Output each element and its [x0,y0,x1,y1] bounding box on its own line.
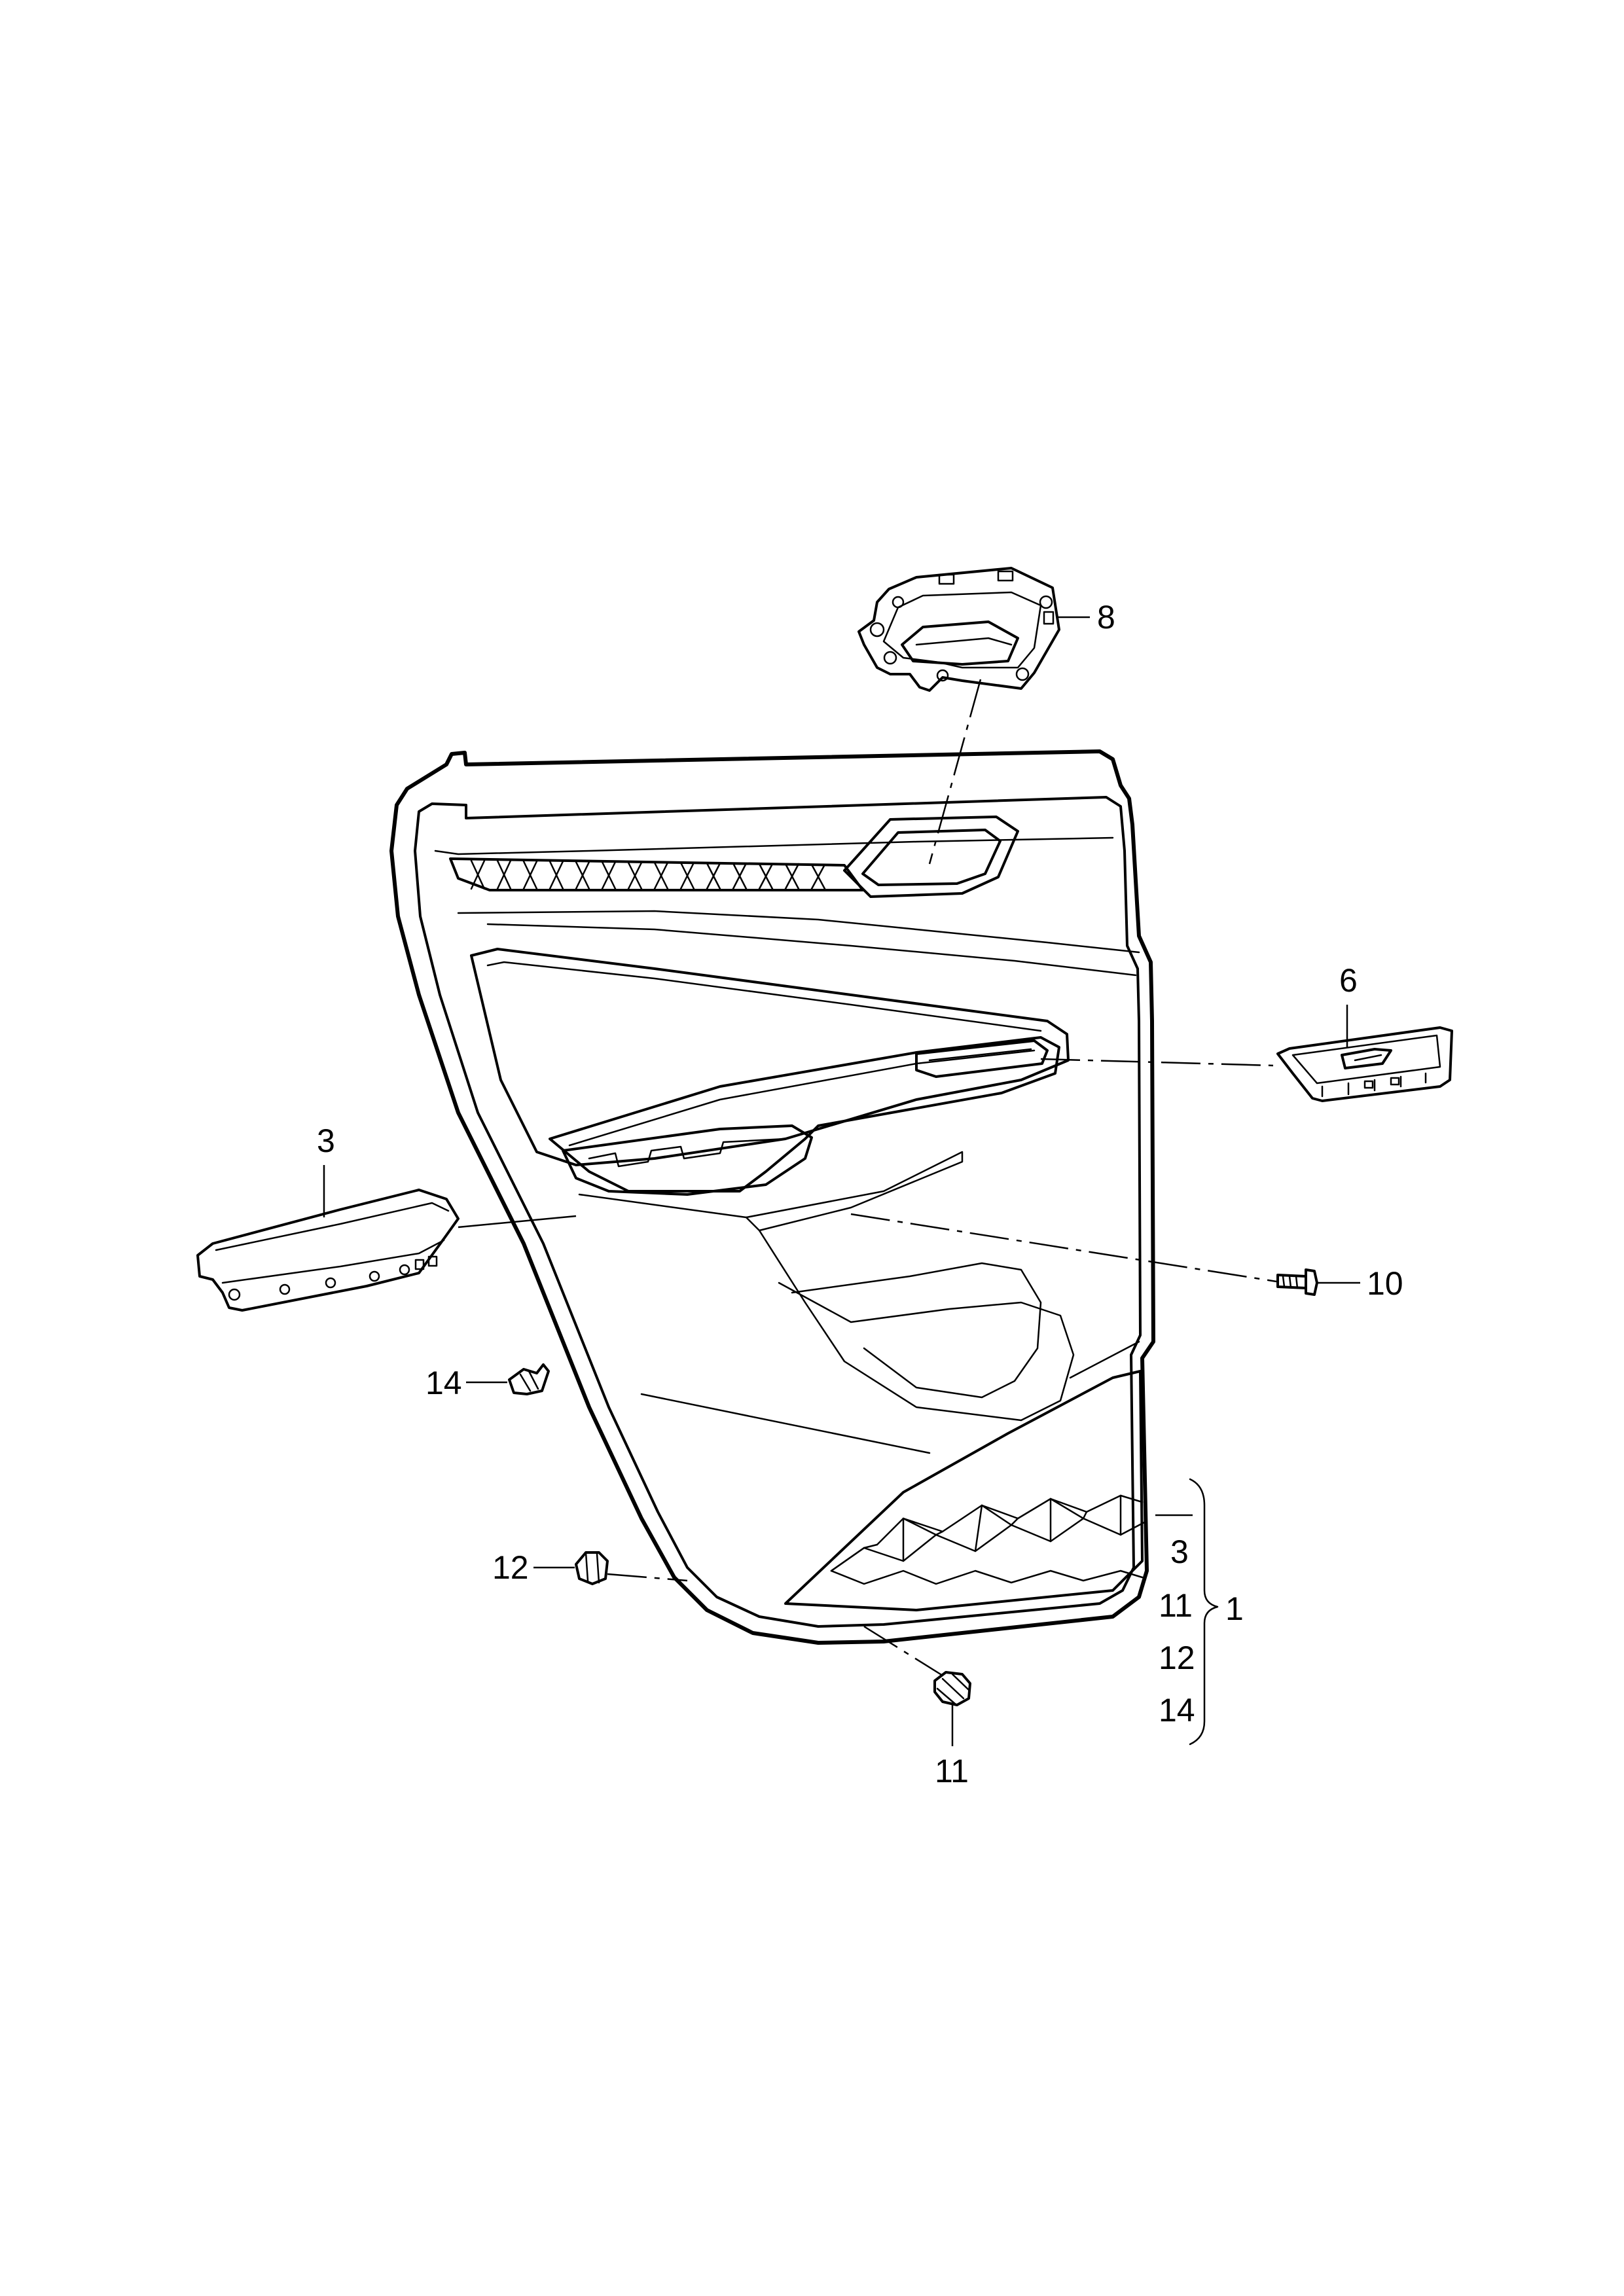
callout-14: 14 [425,1365,462,1401]
window-switch-bezel [1276,1026,1453,1102]
kit-brace [1189,1478,1219,1746]
callout-3: 3 [317,1122,335,1159]
upper-grille-hatch [470,859,826,890]
callout-6: 6 [1339,962,1358,999]
kit-number-1: 1 [1225,1590,1244,1627]
screw [1276,1268,1318,1296]
kit-item-14: 14 [1159,1692,1195,1729]
callout-8: 8 [1097,599,1115,636]
lower-diamond-pattern [830,1494,1147,1585]
callout-labels: 8 6 3 10 14 12 11 3 11 12 14 1 [317,599,1403,1789]
door-trim-panel [389,749,1155,1645]
pull-handle-cover [196,1189,460,1312]
door-handle-insert [857,567,1060,692]
fastening-clip [933,1671,971,1706]
callout-10: 10 [1367,1265,1403,1302]
kit-item-11: 11 [1159,1587,1193,1624]
kit-item-3: 3 [1170,1534,1189,1570]
kit-item-12: 12 [1159,1640,1195,1676]
leader-lines [323,616,1360,1746]
expanding-clip [575,1551,609,1585]
retaining-clip [508,1363,550,1395]
callout-11: 11 [935,1753,969,1789]
callout-12: 12 [492,1549,529,1586]
